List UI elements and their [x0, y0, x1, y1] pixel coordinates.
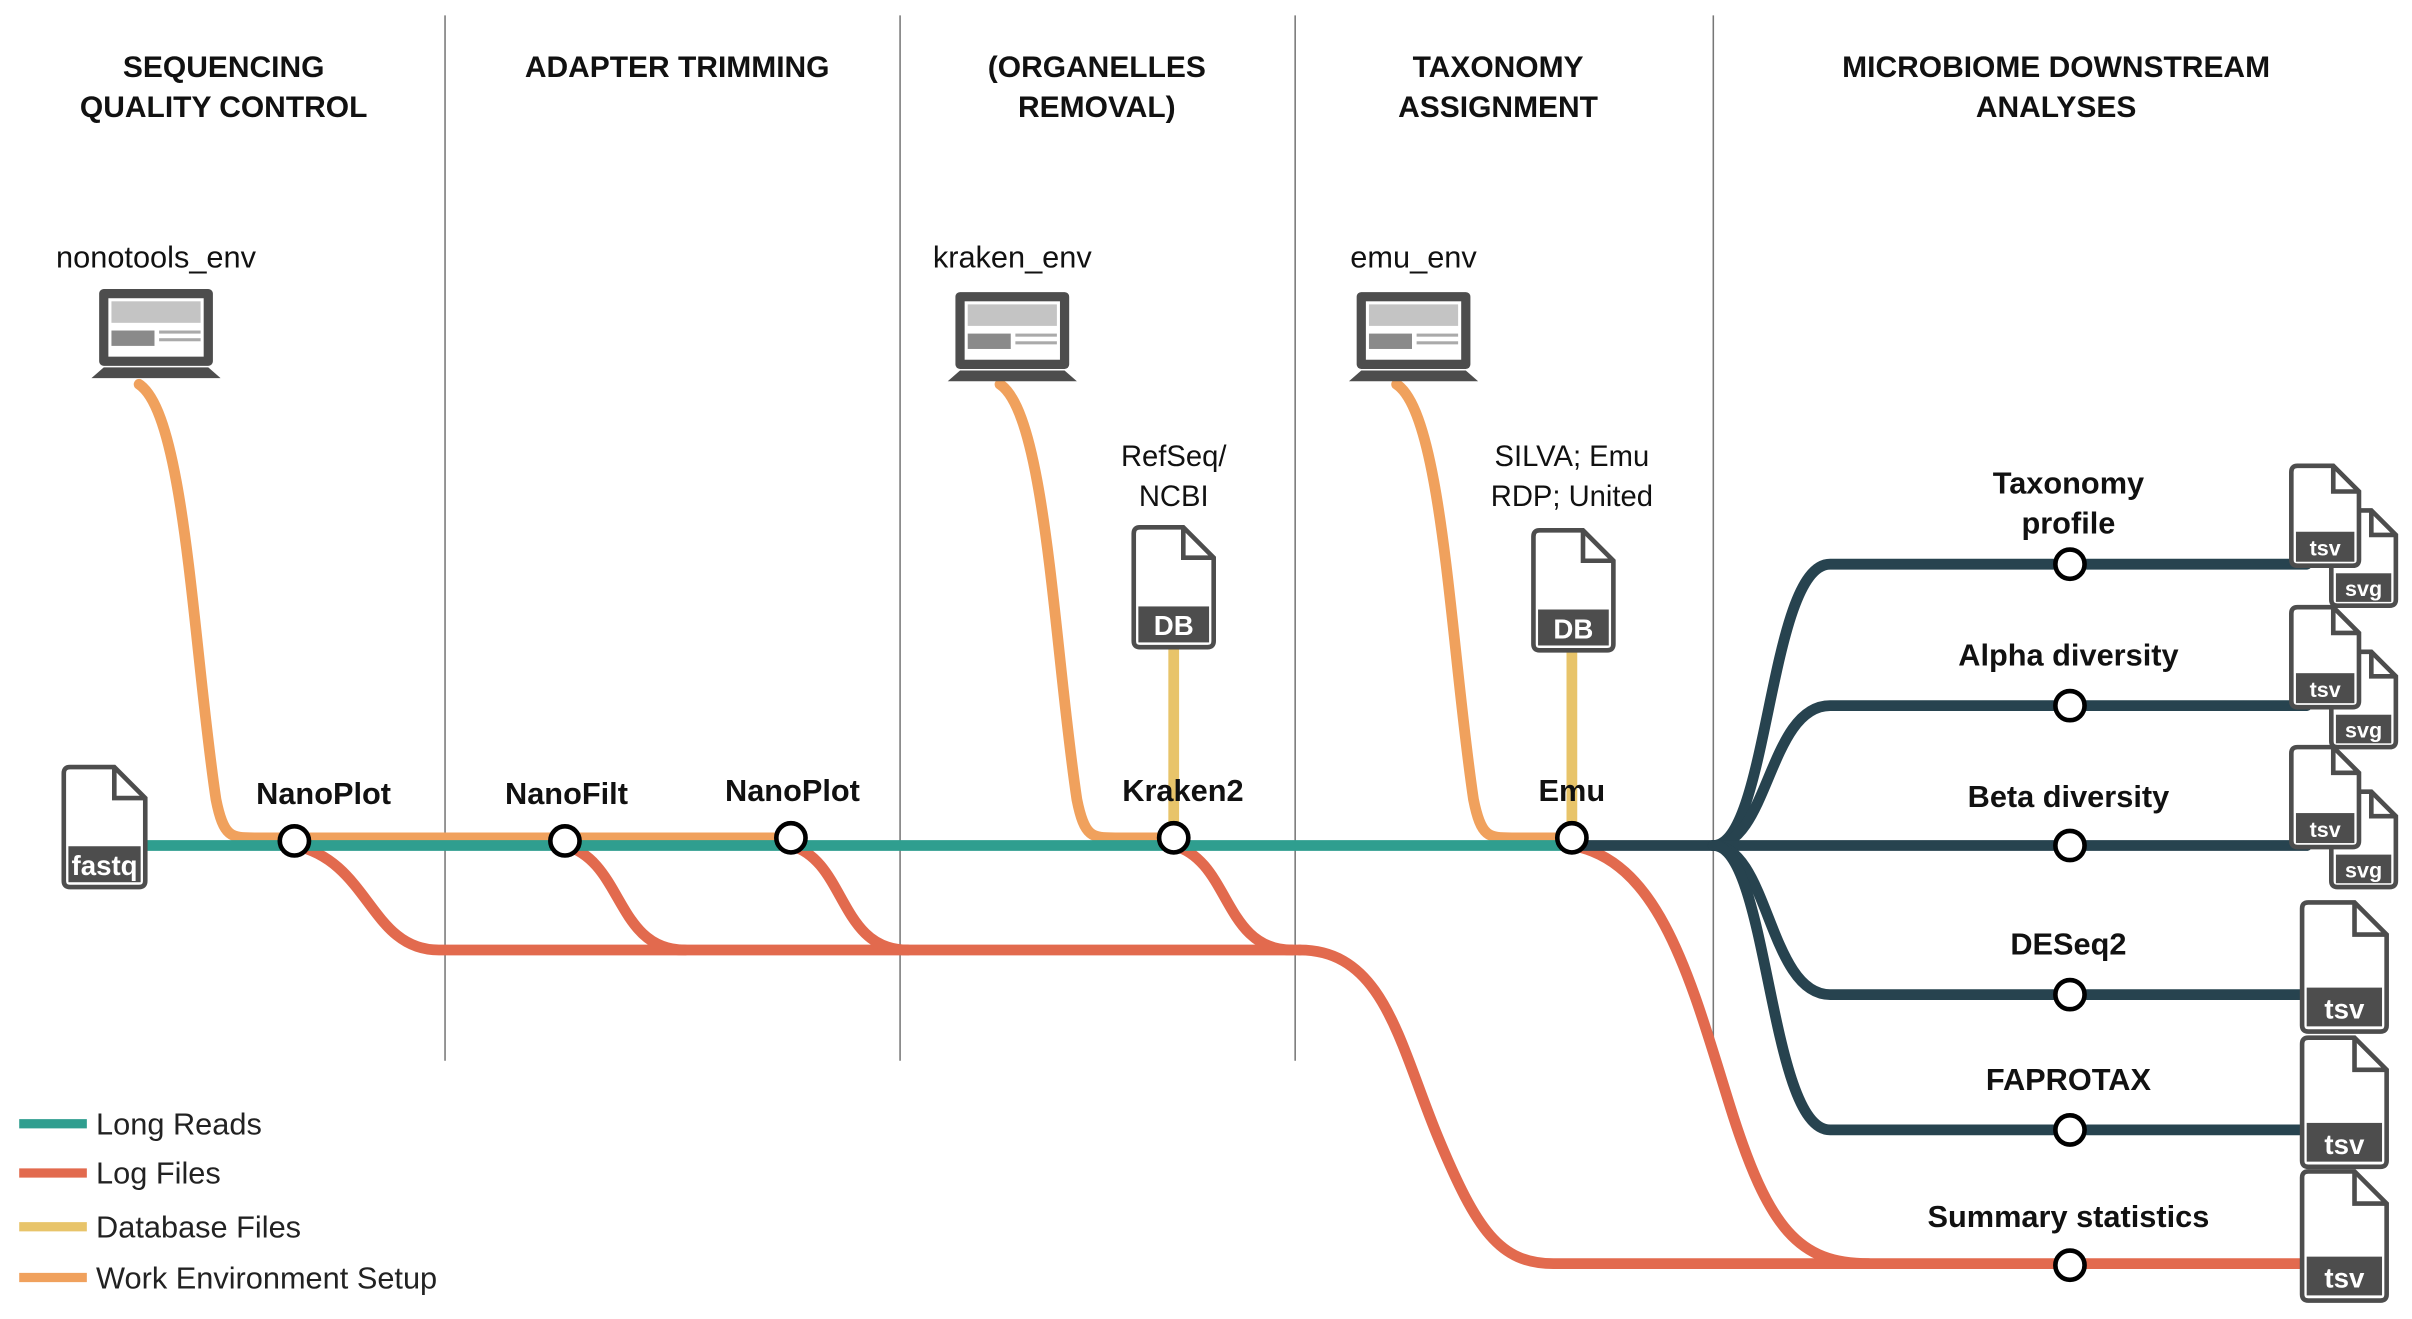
section-title: MICROBIOME DOWNSTREAM [1842, 51, 2270, 84]
file-type-label: svg [2345, 719, 2382, 743]
downstream-branch [1707, 840, 2313, 1136]
fastq-file-icon: fastq [61, 764, 148, 890]
section-title-line2: QUALITY CONTROL [80, 91, 367, 124]
database-file-icon: DB [1531, 528, 1616, 653]
environment-label: nonotools_env [56, 239, 257, 274]
tool-node[interactable] [774, 820, 808, 855]
tsv-file-icon: tsv [2299, 1169, 2389, 1303]
output-node[interactable] [2053, 1113, 2087, 1147]
output-label: Alpha diversity [1958, 638, 2178, 673]
output-label-line2: profile [2021, 505, 2115, 540]
legend-label: Log Files [96, 1156, 221, 1191]
database-label: RefSeq/ [1121, 441, 1227, 473]
section-title: ADAPTER TRIMMING [525, 51, 830, 84]
section-title-line2: REMOVAL) [1018, 91, 1176, 124]
file-type-label: DB [1553, 613, 1593, 644]
downstream-branch [1707, 700, 2313, 851]
tool-node[interactable] [548, 823, 582, 858]
section-title: TAXONOMY [1413, 51, 1584, 84]
tsv-file-icon: tsv [2299, 1035, 2389, 1170]
laptop-icon [947, 292, 1077, 382]
tool-node[interactable] [277, 823, 312, 858]
tool-label: NanoFilt [505, 776, 628, 811]
file-type-label: tsv [2310, 537, 2341, 561]
log-line-main [289, 840, 1306, 956]
environment-line-kraken [994, 378, 1180, 844]
output-node[interactable] [2053, 1248, 2087, 1283]
file-type-label: tsv [2324, 1263, 2365, 1294]
file-type-label: DB [1154, 610, 1194, 641]
tool-label: NanoPlot [256, 776, 391, 811]
section-title-line2: ASSIGNMENT [1398, 91, 1598, 124]
output-label: Taxonomy [1993, 465, 2144, 500]
output-label: FAPROTAX [1986, 1062, 2152, 1097]
file-type-label: tsv [2324, 1129, 2365, 1160]
database-label-line2: RDP; United [1491, 481, 1653, 513]
file-type-label: tsv [2324, 994, 2365, 1025]
downstream-branch [1707, 840, 2313, 1001]
section-title-line2: ANALYSES [1976, 91, 2136, 124]
tsv-file-icon: tsv [2289, 463, 2362, 569]
environment-label: kraken_env [933, 239, 1093, 274]
output-node[interactable] [2053, 547, 2087, 582]
legend-label: Database Files [96, 1210, 301, 1245]
environment-label: emu_env [1350, 239, 1477, 274]
log-line-kraken [1168, 840, 1298, 956]
downstream-branch [1707, 558, 2313, 851]
file-type-label: svg [2345, 858, 2382, 882]
tool-label: NanoPlot [725, 773, 860, 808]
legend-label: Long Reads [96, 1107, 262, 1142]
legend-label: Work Environment Setup [96, 1260, 437, 1295]
log-line-emu [1566, 840, 1874, 1270]
tool-label: Kraken2 [1122, 773, 1243, 808]
output-node[interactable] [2053, 688, 2087, 723]
tool-node[interactable] [1554, 820, 1589, 855]
output-label: DESeq2 [2010, 927, 2126, 962]
log-line-nanoplot2 [785, 840, 914, 956]
laptop-icon [1348, 292, 1479, 382]
file-type-label: tsv [2310, 818, 2341, 842]
section-title: (ORGANELLES [988, 51, 1206, 84]
section-title: SEQUENCING [123, 51, 324, 84]
tool-node[interactable] [1156, 820, 1191, 855]
tsv-file-icon: tsv [2289, 744, 2362, 850]
tsv-file-icon: tsv [2299, 900, 2389, 1034]
laptop-icon [91, 289, 221, 379]
output-node[interactable] [2053, 828, 2087, 863]
log-line-nanofilt [559, 840, 691, 956]
environment-line-emu [1391, 378, 1578, 844]
file-type-label: fastq [71, 850, 137, 881]
tsv-file-icon: tsv [2289, 604, 2362, 710]
environment-line-nonotools [133, 378, 797, 844]
database-label: SILVA; Emu [1495, 441, 1650, 473]
tool-label: Emu [1539, 773, 1606, 808]
output-node[interactable] [2053, 977, 2087, 1012]
file-type-label: svg [2345, 577, 2382, 601]
database-file-icon: DB [1131, 524, 1216, 650]
file-type-label: tsv [2310, 678, 2341, 702]
log-line-summary [1294, 944, 2313, 1270]
database-label-line2: NCBI [1139, 481, 1209, 513]
output-label: Beta diversity [1968, 779, 2170, 814]
output-label: Summary statistics [1927, 1199, 2209, 1234]
